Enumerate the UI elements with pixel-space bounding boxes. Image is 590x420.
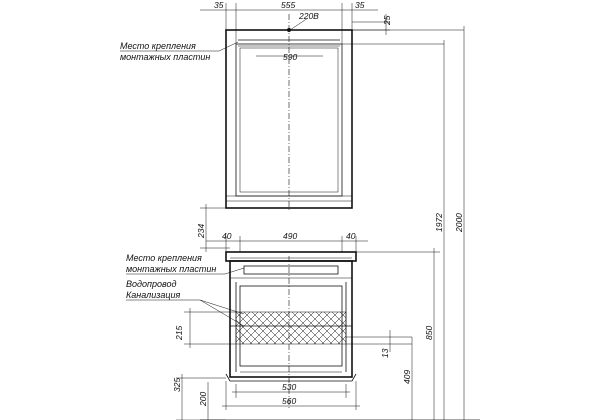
mirror-group: 35 555 35 220В 25 590 Место крепления мо… — [120, 0, 464, 212]
cabinet-mount-note-line2: монтажных пластин — [126, 264, 216, 274]
cabinet-dim-center: 490 — [283, 231, 297, 241]
mirror-mount-note-line2: монтажных пластин — [120, 52, 210, 62]
dim-325: 325 — [172, 378, 182, 392]
dim-200: 200 — [198, 392, 208, 407]
mirror-dim-25: 25 — [382, 15, 392, 26]
dim-409: 409 — [402, 370, 412, 384]
mirror-width-590: 590 — [283, 52, 297, 62]
gap-234: 234 — [196, 224, 206, 239]
dim-215: 215 — [174, 326, 184, 341]
cabinet-mount-note-line1: Место крепления — [126, 253, 202, 263]
cabinet-body — [229, 260, 353, 378]
dim-850: 850 — [424, 326, 434, 340]
mirror-dim-center: 555 — [281, 0, 295, 10]
pipe-note-line2: Канализация — [126, 290, 180, 300]
cabinet-dim-right: 40 — [346, 231, 356, 241]
pipe-note-line1: Водопровод — [126, 279, 176, 289]
bottom-dim-530: 530 — [282, 382, 296, 392]
cabinet-group: 40 490 40 Место крепления монтажных плас… — [126, 231, 440, 420]
mirror-dim-left: 35 — [214, 0, 224, 10]
height-2000: 2000 — [454, 213, 464, 233]
cabinet-countertop — [225, 251, 357, 262]
height-1972: 1972 — [434, 213, 444, 232]
dim-13: 13 — [380, 348, 390, 358]
mirror-mount-note-line1: Место крепления — [120, 41, 196, 51]
power-label: 220В — [298, 11, 319, 21]
cabinet-top-rail — [243, 265, 339, 275]
bottom-dim-560: 560 — [282, 396, 296, 406]
cabinet-dim-left: 40 — [222, 231, 232, 241]
cabinet-plinth — [225, 373, 357, 382]
cabinet-hatch-zone — [235, 311, 347, 345]
mirror-dim-right: 35 — [355, 0, 365, 10]
